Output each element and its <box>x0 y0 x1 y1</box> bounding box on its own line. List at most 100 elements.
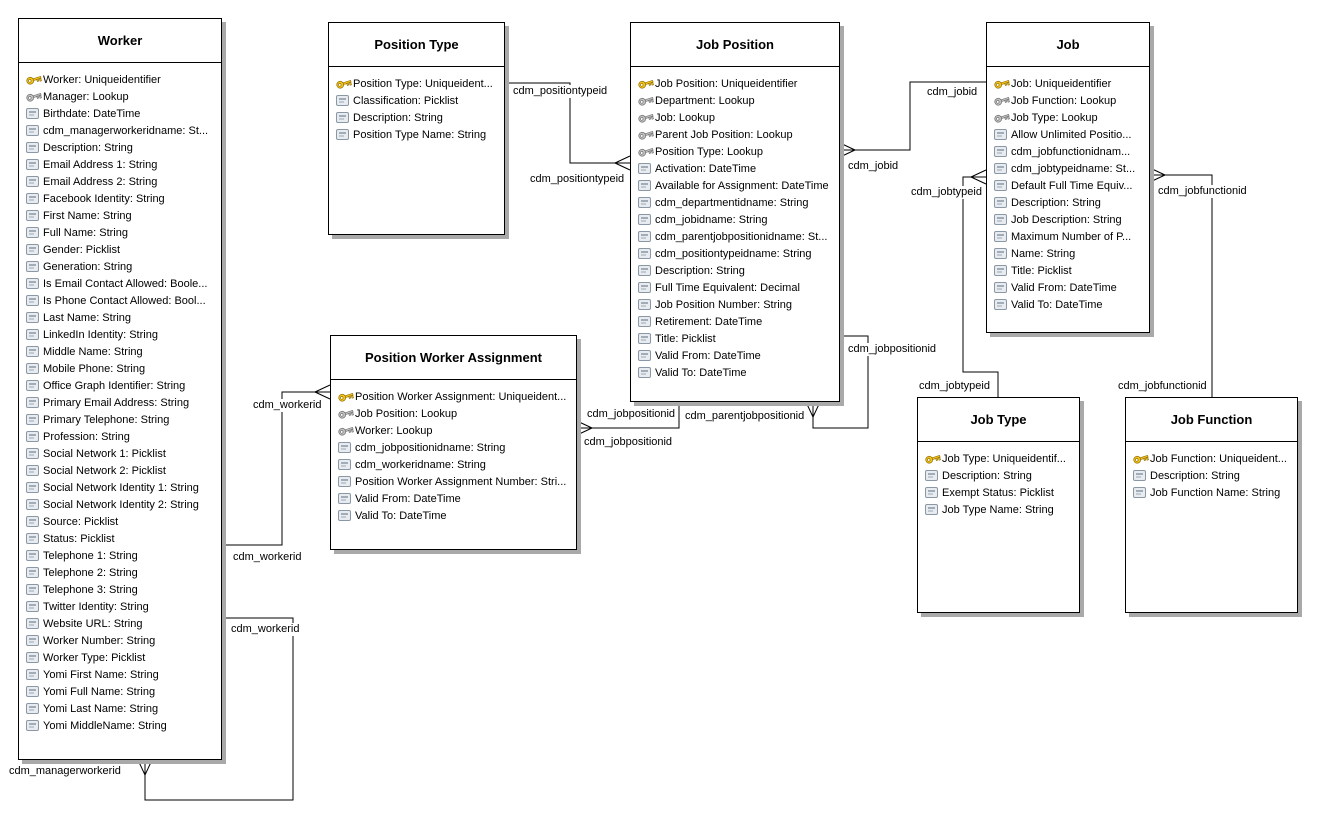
field-position-worker-assignment-number[interactable]: Position Worker Assignment Number: Stri.… <box>338 473 574 490</box>
field-email-address-2[interactable]: Email Address 2: String <box>26 173 219 190</box>
field-office-graph-identifier[interactable]: Office Graph Identifier: String <box>26 377 219 394</box>
field-telephone-3[interactable]: Telephone 3: String <box>26 581 219 598</box>
field-cdm-jobtypeidname[interactable]: cdm_jobtypeidname: St... <box>994 160 1147 177</box>
field-telephone-2[interactable]: Telephone 2: String <box>26 564 219 581</box>
field-available-for-assignment[interactable]: Available for Assignment: DateTime <box>638 177 837 194</box>
table-header-worker[interactable]: Worker <box>19 19 221 63</box>
relationship-line[interactable] <box>144 617 294 801</box>
field-valid-to[interactable]: Valid To: DateTime <box>338 507 574 524</box>
field-primary-email-address[interactable]: Primary Email Address: String <box>26 394 219 411</box>
relationship-line[interactable] <box>812 335 869 429</box>
field-full-time-equivalent[interactable]: Full Time Equivalent: Decimal <box>638 279 837 296</box>
field-worker-number[interactable]: Worker Number: String <box>26 632 219 649</box>
relationship-line[interactable] <box>222 391 330 546</box>
table-header-job-function[interactable]: Job Function <box>1126 398 1297 442</box>
relationship-worker-self-manager[interactable] <box>137 617 294 801</box>
field-title[interactable]: Title: Picklist <box>638 330 837 347</box>
field-cdm-parentjobpositionidname[interactable]: cdm_parentjobpositionidname: St... <box>638 228 837 245</box>
field-valid-from[interactable]: Valid From: DateTime <box>994 279 1147 296</box>
relationship-jobtype-job[interactable] <box>962 169 999 397</box>
field-description[interactable]: Description: String <box>1133 467 1295 484</box>
field-yomi-middlename[interactable]: Yomi MiddleName: String <box>26 717 219 734</box>
field-status[interactable]: Status: Picklist <box>26 530 219 547</box>
field-description[interactable]: Description: String <box>638 262 837 279</box>
field-exempt-status[interactable]: Exempt Status: Picklist <box>925 484 1077 501</box>
field-classification[interactable]: Classification: Picklist <box>336 92 502 109</box>
field-position-type[interactable]: Position Type: Uniqueident... <box>336 75 502 92</box>
field-description[interactable]: Description: String <box>925 467 1077 484</box>
relationship-jobfunction-job[interactable] <box>1149 167 1213 397</box>
field-yomi-last-name[interactable]: Yomi Last Name: String <box>26 700 219 717</box>
field-telephone-1[interactable]: Telephone 1: String <box>26 547 219 564</box>
field-manager[interactable]: Manager: Lookup <box>26 88 219 105</box>
table-header-position-type[interactable]: Position Type <box>329 23 504 67</box>
field-valid-from[interactable]: Valid From: DateTime <box>338 490 574 507</box>
relationship-jobposition-self-parent[interactable] <box>805 335 869 429</box>
field-job-type[interactable]: Job Type: Uniqueidentif... <box>925 450 1077 467</box>
field-yomi-full-name[interactable]: Yomi Full Name: String <box>26 683 219 700</box>
field-cdm-jobfunctionidnam[interactable]: cdm_jobfunctionidnam... <box>994 143 1147 160</box>
field-job[interactable]: Job: Lookup <box>638 109 837 126</box>
field-worker[interactable]: Worker: Uniqueidentifier <box>26 71 219 88</box>
field-middle-name[interactable]: Middle Name: String <box>26 343 219 360</box>
field-default-full-time-equiv[interactable]: Default Full Time Equiv... <box>994 177 1147 194</box>
field-position-type-name[interactable]: Position Type Name: String <box>336 126 502 143</box>
field-job-type[interactable]: Job Type: Lookup <box>994 109 1147 126</box>
relationship-worker-positionworkerassignment[interactable] <box>222 384 331 546</box>
field-job[interactable]: Job: Uniqueidentifier <box>994 75 1147 92</box>
field-cdm-jobpositionidname[interactable]: cdm_jobpositionidname: String <box>338 439 574 456</box>
field-parent-job-position[interactable]: Parent Job Position: Lookup <box>638 126 837 143</box>
field-mobile-phone[interactable]: Mobile Phone: String <box>26 360 219 377</box>
relationship-jobposition-positionworkerassignment[interactable] <box>576 402 680 436</box>
field-cdm-departmentidname[interactable]: cdm_departmentidname: String <box>638 194 837 211</box>
field-yomi-first-name[interactable]: Yomi First Name: String <box>26 666 219 683</box>
field-description[interactable]: Description: String <box>26 139 219 156</box>
field-first-name[interactable]: First Name: String <box>26 207 219 224</box>
field-is-email-contact-allowed[interactable]: Is Email Contact Allowed: Boole... <box>26 275 219 292</box>
relationship-line[interactable] <box>962 176 999 397</box>
field-social-network-2[interactable]: Social Network 2: Picklist <box>26 462 219 479</box>
field-last-name[interactable]: Last Name: String <box>26 309 219 326</box>
field-description[interactable]: Description: String <box>336 109 502 126</box>
field-activation[interactable]: Activation: DateTime <box>638 160 837 177</box>
field-cdm-jobidname[interactable]: cdm_jobidname: String <box>638 211 837 228</box>
field-position-type[interactable]: Position Type: Lookup <box>638 143 837 160</box>
field-is-phone-contact-allowed[interactable]: Is Phone Contact Allowed: Bool... <box>26 292 219 309</box>
field-full-name[interactable]: Full Name: String <box>26 224 219 241</box>
field-worker[interactable]: Worker: Lookup <box>338 422 574 439</box>
table-header-position-worker-assignment[interactable]: Position Worker Assignment <box>331 336 576 380</box>
field-retirement[interactable]: Retirement: DateTime <box>638 313 837 330</box>
field-worker-type[interactable]: Worker Type: Picklist <box>26 649 219 666</box>
table-header-job[interactable]: Job <box>987 23 1149 67</box>
field-cdm-positiontypeidname[interactable]: cdm_positiontypeidname: String <box>638 245 837 262</box>
field-email-address-1[interactable]: Email Address 1: String <box>26 156 219 173</box>
table-header-job-position[interactable]: Job Position <box>631 23 839 67</box>
field-job-position-number[interactable]: Job Position Number: String <box>638 296 837 313</box>
field-facebook-identity[interactable]: Facebook Identity: String <box>26 190 219 207</box>
field-job-position[interactable]: Job Position: Lookup <box>338 405 574 422</box>
field-maximum-number-of-p[interactable]: Maximum Number of P... <box>994 228 1147 245</box>
field-profession[interactable]: Profession: String <box>26 428 219 445</box>
field-job-function-name[interactable]: Job Function Name: String <box>1133 484 1295 501</box>
field-source[interactable]: Source: Picklist <box>26 513 219 530</box>
field-valid-from[interactable]: Valid From: DateTime <box>638 347 837 364</box>
field-twitter-identity[interactable]: Twitter Identity: String <box>26 598 219 615</box>
relationship-line[interactable] <box>577 402 680 429</box>
field-social-network-identity-1[interactable]: Social Network Identity 1: String <box>26 479 219 496</box>
field-linkedin-identity[interactable]: LinkedIn Identity: String <box>26 326 219 343</box>
field-generation[interactable]: Generation: String <box>26 258 219 275</box>
field-title[interactable]: Title: Picklist <box>994 262 1147 279</box>
field-name[interactable]: Name: String <box>994 245 1147 262</box>
field-gender[interactable]: Gender: Picklist <box>26 241 219 258</box>
field-primary-telephone[interactable]: Primary Telephone: String <box>26 411 219 428</box>
field-valid-to[interactable]: Valid To: DateTime <box>638 364 837 381</box>
field-job-function[interactable]: Job Function: Uniqueident... <box>1133 450 1295 467</box>
field-description[interactable]: Description: String <box>994 194 1147 211</box>
field-job-function[interactable]: Job Function: Lookup <box>994 92 1147 109</box>
field-cdm-workeridname[interactable]: cdm_workeridname: String <box>338 456 574 473</box>
